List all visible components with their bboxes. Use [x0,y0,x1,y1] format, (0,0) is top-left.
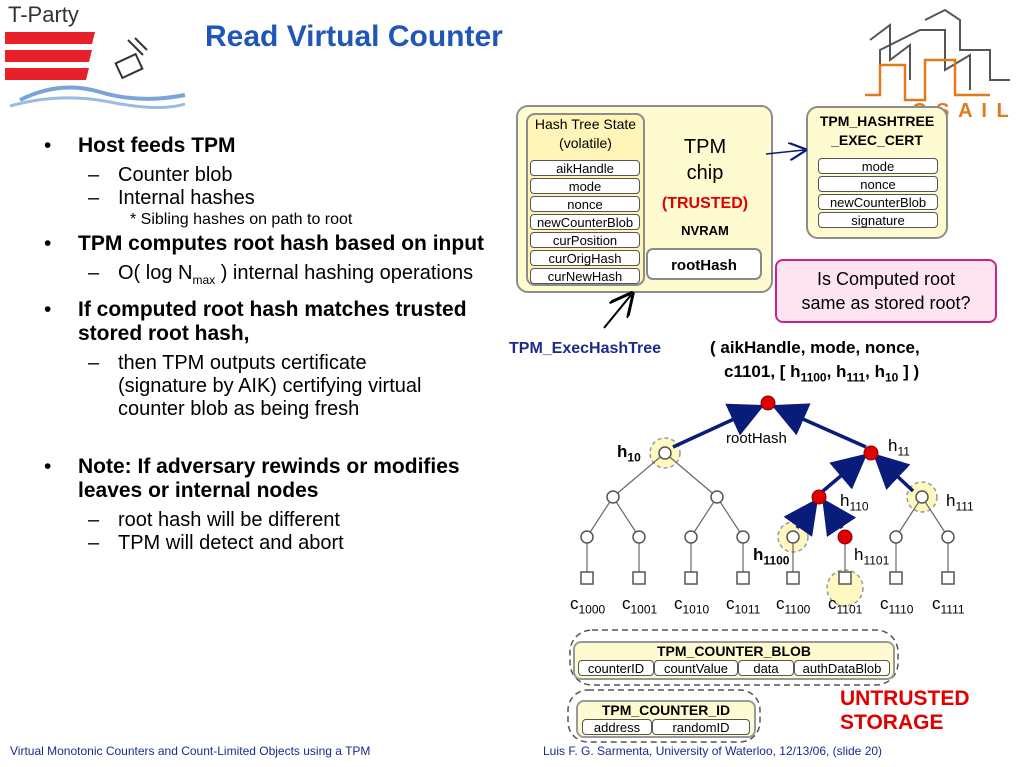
root-hash-box: rootHash [646,248,762,280]
h1101-label: h1101 [854,545,890,568]
h10-label: h10 [617,442,641,465]
cert-title-1: TPM_HASHTREE [819,113,935,129]
leaf-label: c1101 [828,594,863,617]
field-mode: mode [530,178,640,194]
h111-label: h111 [946,491,974,514]
blob-field-countValue: countValue [654,660,738,676]
trusted-label: (TRUSTED) [661,195,749,212]
leaf-label: c1010 [674,594,710,617]
h1100-label: h1100 [753,545,790,568]
blob-field-authDataBlob: authDataBlob [794,660,890,676]
root-hash-label: rootHash [726,430,787,447]
footer-left: Virtual Monotonic Counters and Count-Lim… [10,744,371,758]
leaf-label: c1000 [570,594,606,617]
field-newCounterBlob: newCounterBlob [530,214,640,230]
bullet-item: •If computed root hash matches trusted s… [44,298,467,345]
question-line-1: Is Computed root [816,269,956,289]
leaf-label: c1110 [880,594,914,617]
sub-bullet: –Internal hashes [88,187,255,209]
bullet-item: •Host feeds TPM [44,134,236,157]
tparty-logo: T-Party [0,0,190,110]
field-curNewHash: curNewHash [530,268,640,284]
question-line-2: same as stored root? [801,293,971,313]
h11-label: h11 [888,436,910,459]
id-field-randomID: randomID [652,719,750,735]
leaf-label: c1100 [776,594,811,617]
leaf-label: c1011 [726,594,761,617]
cert-title-2: _EXEC_CERT [831,132,923,148]
bullet-item: •TPM computes root hash based on input [44,232,485,255]
cert-field-nonce: nonce [818,176,938,192]
counter-id-title: TPM_COUNTER_ID [601,702,731,718]
cert-field-mode: mode [818,158,938,174]
h110-label: h110 [840,491,869,514]
sub-bullet: –O( log Nmax ) internal hashing operatio… [88,262,474,287]
cert-field-signature: signature [818,212,938,228]
footer-right: Luis F. G. Sarmenta, University of Water… [543,744,883,758]
counter-blob-title: TPM_COUNTER_BLOB [656,643,811,659]
csail-graphic [865,8,1010,102]
untrusted-storage-label: UNTRUSTED STORAGE [840,687,970,734]
logo-text: T-Party [8,2,79,27]
command-args-1: ( aikHandle, mode, nonce, [710,338,920,357]
slide-title: Read Virtual Counter [205,20,503,53]
hash-tree-state-title: Hash Tree State [534,116,637,132]
command-name: TPM_ExecHashTree [509,340,662,357]
leaf-label: c1111 [932,594,965,617]
field-nonce: nonce [530,196,640,212]
leaf-label: c1001 [622,594,658,617]
bullet-list: •Host feeds TPM –Counter blob –Internal … [44,134,504,555]
nvram-label: NVRAM [681,223,729,238]
sub-bullet: –TPM will detect and abort [88,532,344,554]
hash-tree-state-subtitle: (volatile) [559,135,612,151]
tpm-label: TPM [683,136,727,158]
field-curPosition: curPosition [530,232,640,248]
id-field-address: address [582,719,652,735]
cert-field-newCounterBlob: newCounterBlob [818,194,938,210]
field-curOrigHash: curOrigHash [530,250,640,266]
sub-bullet: –root hash will be different [88,509,340,531]
blob-field-data: data [738,660,794,676]
sub-sub-bullet: * Sibling hashes on path to root [130,211,353,228]
sub-bullet: –then TPM outputs certificate (signature… [88,352,422,420]
bullet-item: •Note: If adversary rewinds or modifies … [44,455,460,502]
field-aikHandle: aikHandle [530,160,640,176]
command-args-2: c1101, [ h1100, h111, h10 ] ) [724,362,920,385]
question-callout: Is Computed root same as stored root? [775,259,997,323]
logo-graphic [5,32,186,110]
blob-field-counterID: counterID [578,660,654,676]
chip-label: chip [686,162,724,184]
sub-bullet: –Counter blob [88,164,233,186]
